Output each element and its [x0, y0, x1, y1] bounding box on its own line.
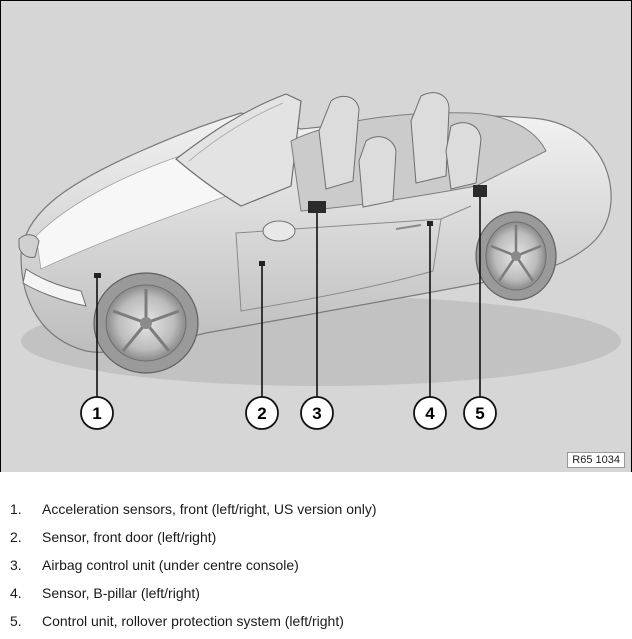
callout-circle-1 — [80, 396, 114, 430]
legend-item-5: 5. Control unit, rollover protection syst… — [10, 612, 344, 630]
door-handle — [395, 224, 422, 230]
sensor-marker-2 — [259, 261, 265, 266]
sensor-marker-3 — [308, 201, 326, 213]
legend-number: 4. — [10, 585, 22, 601]
sensor-marker-1 — [94, 273, 101, 278]
legend-item-1: 1. Acceleration sensors, front (left/righ… — [10, 500, 377, 518]
rear-wheel — [475, 211, 557, 301]
headlight — [22, 268, 87, 307]
callout-circle-5 — [463, 396, 497, 430]
callout-circle-4 — [413, 396, 447, 430]
legend-number: 3. — [10, 557, 22, 573]
legend-number: 1. — [10, 501, 22, 517]
windshield — [175, 93, 302, 207]
legend-number: 5. — [10, 613, 22, 629]
legend-text: Acceleration sensors, front (left/right,… — [42, 501, 377, 517]
convertible-car-illustration: 1 2 3 4 5 — [18, 92, 621, 430]
legend-list: 1. Acceleration sensors, front (left/righ… — [0, 472, 632, 639]
legend-item-3: 3. Airbag control unit (under centre cons… — [10, 556, 299, 574]
sensor-marker-5 — [473, 185, 487, 197]
kidney-grille — [18, 234, 40, 258]
side-mirror — [262, 220, 296, 242]
legend-item-4: 4. Sensor, B-pillar (left/right) — [10, 584, 200, 602]
legend-number: 2. — [10, 529, 22, 545]
callout-circle-3 — [300, 396, 334, 430]
callout-circle-2 — [245, 396, 279, 430]
legend-text: Sensor, B-pillar (left/right) — [42, 585, 200, 601]
callout-label-2: 2 — [257, 404, 266, 423]
callout-label-4: 4 — [425, 404, 435, 423]
legend-text: Airbag control unit (under centre consol… — [42, 557, 299, 573]
callout-label-1: 1 — [92, 404, 101, 423]
callout-label-3: 3 — [312, 404, 321, 423]
legend-text: Sensor, front door (left/right) — [42, 529, 217, 545]
leader-lines — [96, 197, 481, 397]
car-diagram: 1 2 3 4 5 R65 1034 — [0, 0, 632, 473]
callout-label-5: 5 — [475, 404, 484, 423]
sensor-marker-4 — [427, 221, 433, 226]
figure-reference-code: R65 1034 — [567, 452, 625, 468]
front-wheel — [93, 272, 199, 374]
callouts: 1 2 3 4 5 — [80, 396, 497, 430]
legend-item-2: 2. Sensor, front door (left/right) — [10, 528, 216, 546]
legend-text: Control unit, rollover protection system… — [42, 613, 344, 629]
seats — [318, 92, 482, 208]
